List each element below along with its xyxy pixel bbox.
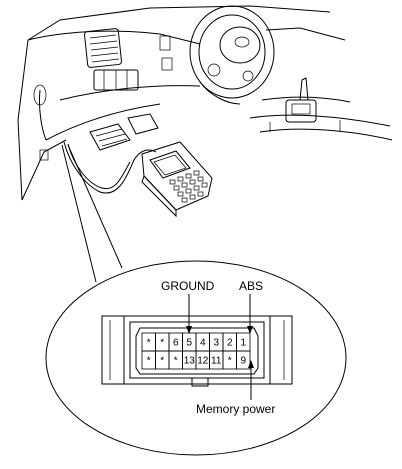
- pin-label: 5: [186, 338, 192, 349]
- pin-label: 13: [184, 356, 196, 367]
- pin-label: 3: [213, 338, 219, 349]
- ground-label: GROUND: [161, 279, 215, 293]
- pin-label: 11: [211, 356, 222, 367]
- pin-label: 1: [240, 338, 246, 349]
- memory-power-label: Memory power: [196, 402, 275, 416]
- pin-cell: [236, 350, 251, 370]
- pin-label: *: [147, 356, 151, 367]
- scan-tool: [63, 141, 213, 218]
- pin-label: *: [147, 338, 151, 349]
- pin-label: 12: [197, 356, 209, 367]
- car-interior-illustration: [17, 5, 393, 201]
- ground-pointer: [186, 294, 192, 334]
- pin-label: 6: [173, 338, 179, 349]
- pin-label: 4: [200, 338, 206, 349]
- magnification-lines: [61, 144, 123, 283]
- pin-label: *: [174, 356, 178, 367]
- pin-label: 9: [240, 356, 246, 367]
- pin-label: 2: [227, 338, 233, 349]
- abs-label: ABS: [239, 279, 263, 293]
- pin-label: *: [160, 338, 164, 349]
- pin-label: *: [228, 356, 232, 367]
- pin-label: *: [160, 356, 164, 367]
- memory-power-pointer: [248, 360, 254, 400]
- abs-pointer: [247, 294, 253, 334]
